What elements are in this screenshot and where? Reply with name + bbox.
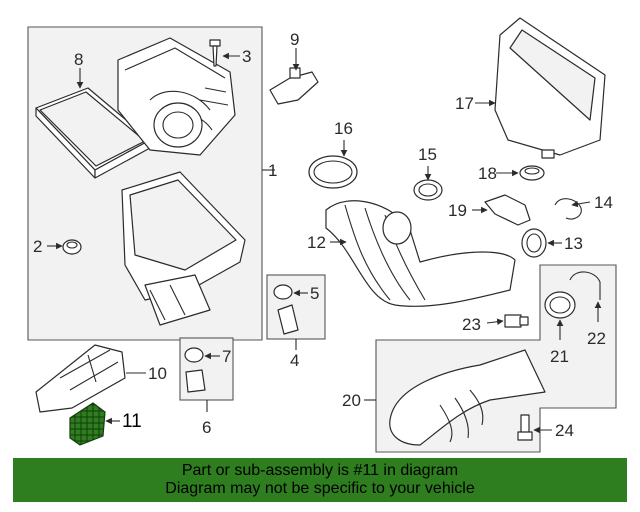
mass-air-flow-sensor xyxy=(269,67,319,105)
bolt-3 xyxy=(209,39,221,67)
callout-4: 4 xyxy=(290,351,299,370)
callout-5: 5 xyxy=(310,284,319,303)
clamp-16 xyxy=(308,155,358,189)
highlighted-part-11 xyxy=(69,402,106,446)
parts-diagram: 1 2 3 4 5 6 7 8 9 10 11 12 13 14 15 16 1… xyxy=(27,17,617,453)
callout-2: 2 xyxy=(33,237,42,256)
callout-15: 15 xyxy=(418,145,437,164)
callout-8: 8 xyxy=(74,50,83,69)
callout-9: 9 xyxy=(290,30,299,49)
callout-19: 19 xyxy=(448,201,467,220)
callout-13: 13 xyxy=(564,234,583,253)
intake-boot-12 xyxy=(325,200,516,307)
bracket-4 xyxy=(277,304,299,335)
grommet-5 xyxy=(273,284,293,300)
sensor-23 xyxy=(504,314,529,328)
sensor-24 xyxy=(517,414,533,441)
callout-24: 24 xyxy=(555,421,574,440)
air-filter-element xyxy=(35,87,151,179)
callout-23: 23 xyxy=(462,315,481,334)
callout-12: 12 xyxy=(307,233,326,252)
banner-line-2: Diagram may not be specific to your vehi… xyxy=(165,480,475,497)
callout-14: 14 xyxy=(594,193,613,212)
callout-17: 17 xyxy=(455,94,474,113)
part-info-banner: Part or sub-assembly is #11 in diagram D… xyxy=(13,458,627,502)
grommet-18 xyxy=(519,165,545,181)
wire-22 xyxy=(569,271,601,300)
clamp-15 xyxy=(413,179,443,201)
clip-14 xyxy=(554,198,582,220)
callout-11: 11 xyxy=(122,411,142,432)
callout-16: 16 xyxy=(334,119,353,138)
bracket-6 xyxy=(185,369,206,393)
callout-1: 1 xyxy=(268,161,277,180)
bracket-19 xyxy=(484,194,531,226)
air-cleaner-housing-upper xyxy=(117,37,236,156)
callout-21: 21 xyxy=(550,347,569,366)
seal-21 xyxy=(544,291,576,319)
clamp-13 xyxy=(521,228,547,258)
intake-duct-20 xyxy=(389,349,546,446)
grommet-2 xyxy=(62,239,82,255)
banner-line-1: Part or sub-assembly is #11 in diagram xyxy=(181,462,459,479)
callout-7: 7 xyxy=(222,347,231,366)
air-cleaner-housing-lower xyxy=(121,171,246,326)
callout-22: 22 xyxy=(587,329,606,348)
intake-duct-10 xyxy=(35,344,126,413)
grommet-7 xyxy=(184,347,204,363)
callout-3: 3 xyxy=(242,47,251,66)
callout-18: 18 xyxy=(478,164,497,183)
callout-20: 20 xyxy=(342,391,361,410)
callout-10: 10 xyxy=(148,364,167,383)
resonator-17 xyxy=(494,17,606,159)
callout-labels: 1 2 3 4 5 6 7 8 9 10 11 12 13 14 15 16 1… xyxy=(33,30,613,440)
callout-6: 6 xyxy=(202,418,211,437)
